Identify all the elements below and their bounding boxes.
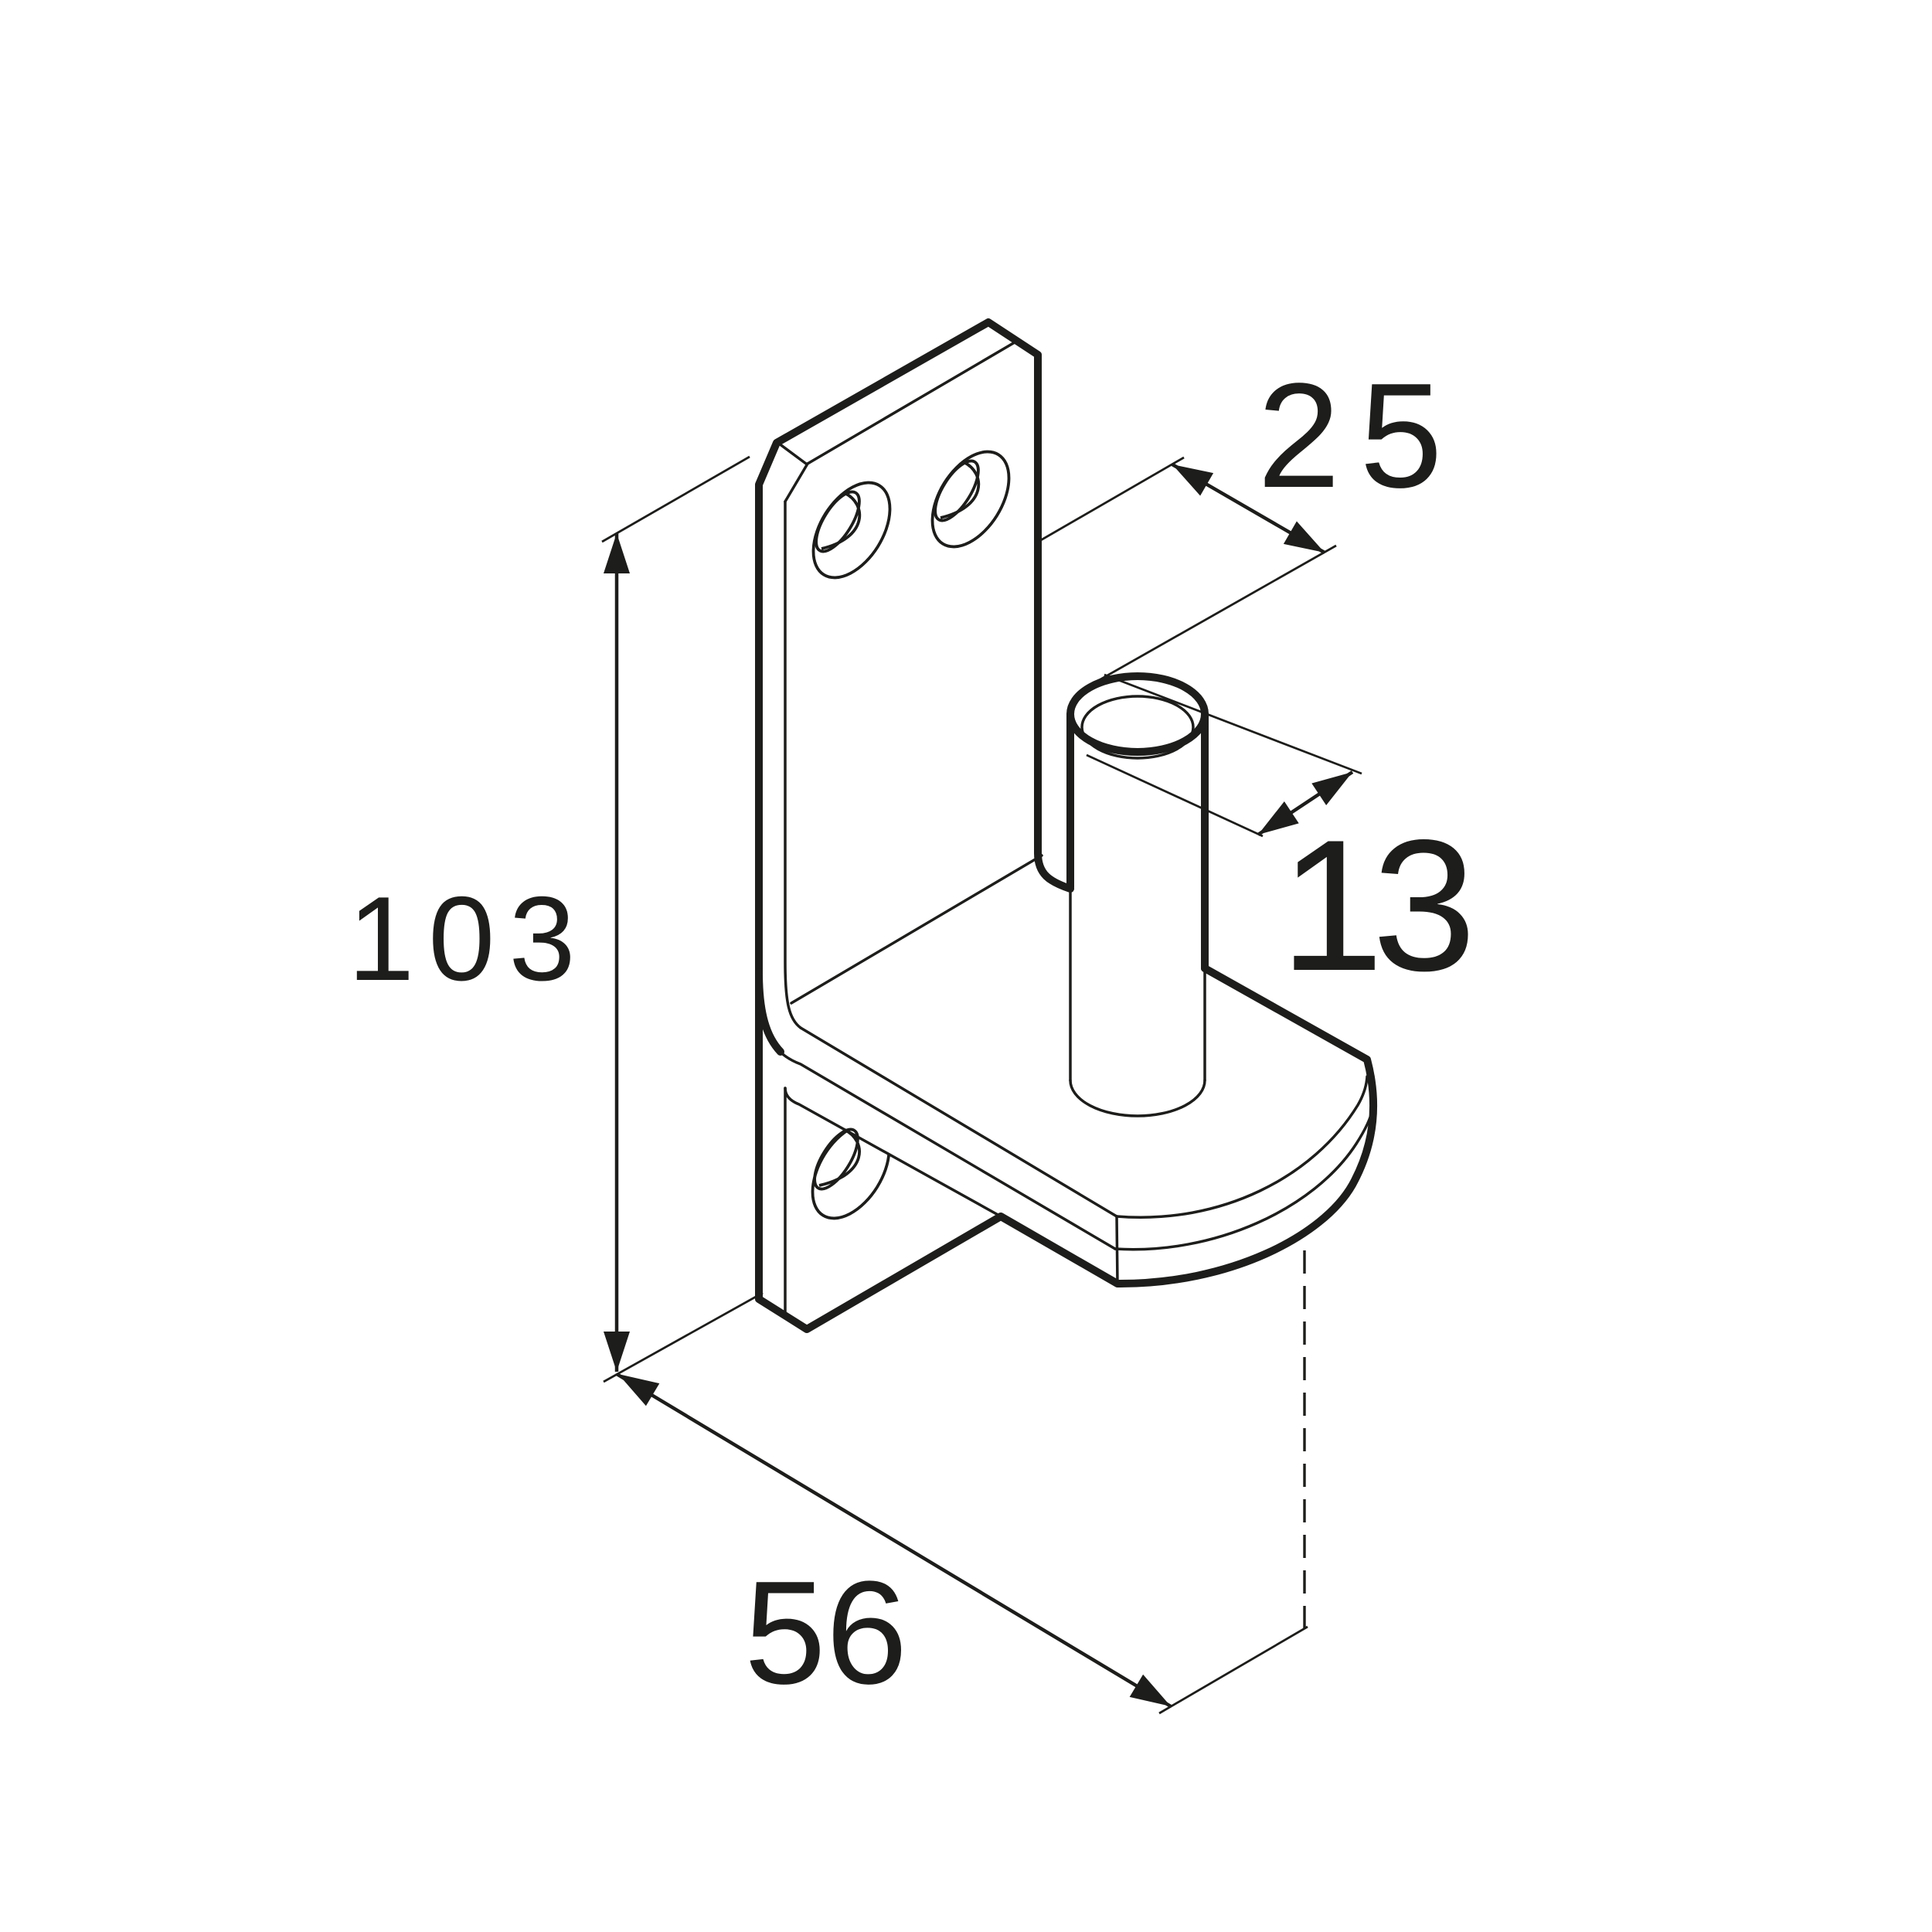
svg-text:13: 13 [1280,801,1468,1010]
svg-text:103: 103 [348,872,590,1005]
svg-text:25: 25 [1257,352,1462,519]
svg-text:56: 56 [744,1551,907,1715]
